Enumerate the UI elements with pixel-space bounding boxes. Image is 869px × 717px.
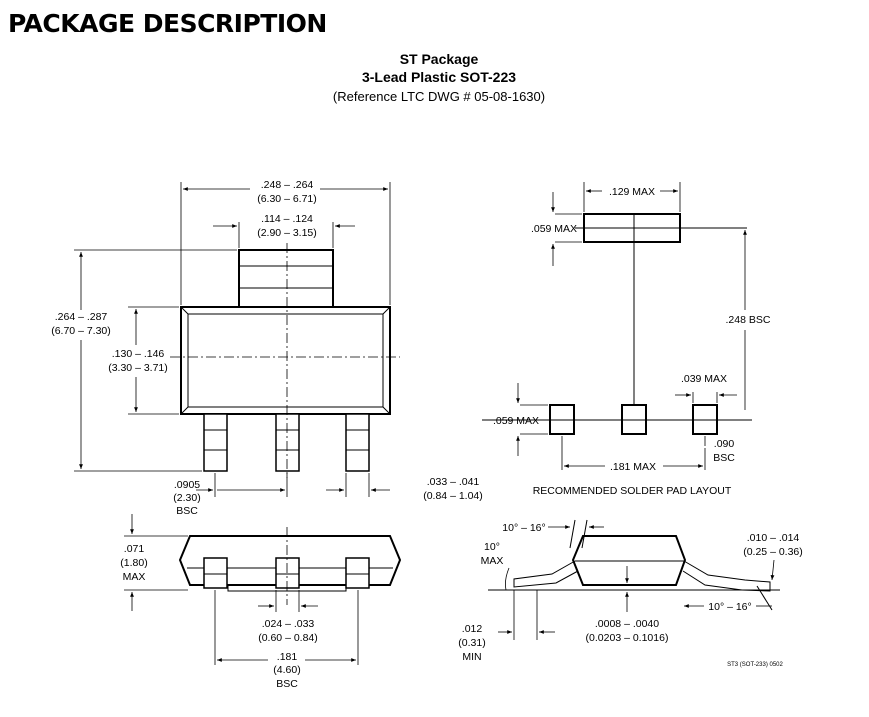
dim-front-lead-width: .024 – .033: [262, 618, 315, 630]
front-view-leads: [203, 557, 370, 589]
title-line-1: ST Package: [400, 51, 479, 67]
dim-tab-pad-width: .129 MAX: [609, 186, 655, 198]
dim-width-mm: (6.30 – 6.71): [257, 193, 317, 205]
dim-front-span: .181: [277, 651, 298, 663]
dim-lead-thickness: .010 – .014: [747, 532, 800, 544]
dim-standoff: .0008 – .0040: [595, 618, 659, 630]
tab-outline: [238, 249, 334, 308]
dim-foot: .012: [462, 623, 483, 635]
drawing-id: ST3 (SOT-233) 0502: [727, 662, 783, 668]
dim-height: .264 – .287: [55, 311, 108, 323]
dim-front-lead-width-mm: (0.60 – 0.84): [258, 632, 318, 644]
dim-pad-pitch-bsc: BSC: [713, 452, 735, 464]
body-outline: [180, 306, 391, 415]
angle-left: 10°: [484, 541, 500, 553]
dim-pad-span: .181 MAX: [610, 461, 656, 473]
dim-thickness-max: MAX: [123, 571, 146, 583]
dim-body-height-mm: (3.30 – 3.71): [108, 362, 168, 374]
dim-tab-width-mm: (2.90 – 3.15): [257, 227, 317, 239]
dim-lead-thickness-mm: (0.25 – 0.36): [743, 546, 803, 558]
dim-center-distance: .248 BSC: [726, 314, 771, 326]
dim-front-span-bsc: BSC: [276, 678, 298, 690]
dim-thickness: .071: [124, 543, 145, 555]
dim-pitch-bsc: BSC: [176, 505, 198, 517]
front-view: .071 (1.80) MAX .024 – .033 (0.60 – 0.84…: [120, 514, 402, 690]
dim-lead-width: .033 – .041: [427, 476, 480, 488]
solder-pad-layout: .129 MAX .059 MAX .248 BSC .039 MAX .059…: [482, 182, 771, 497]
dim-pitch-mm: (2.30): [173, 492, 200, 504]
top-view-leads: [203, 413, 370, 472]
dim-thickness-mm: (1.80): [120, 557, 147, 569]
dim-body-height: .130 – .146: [112, 348, 165, 360]
angle-left-max: MAX: [481, 555, 504, 567]
angle-right: 10° – 16°: [708, 601, 751, 613]
title-line-3: (Reference LTC DWG # 05-08-1630): [333, 89, 545, 104]
dim-height-mm: (6.70 – 7.30): [51, 325, 111, 337]
dim-foot-min: MIN: [462, 651, 481, 663]
dim-width: .248 – .264: [261, 179, 314, 191]
top-view: .248 – .264 (6.30 – 6.71) .114 – .124 (2…: [51, 179, 483, 517]
dim-foot-mm: (0.31): [458, 637, 485, 649]
dim-tab-width: .114 – .124: [261, 213, 313, 225]
dim-pad-pitch: .090: [714, 438, 735, 450]
dim-pitch: .0905: [174, 479, 200, 491]
dim-pad-height: .059 MAX: [493, 415, 539, 427]
dim-lead-width-mm: (0.84 – 1.04): [423, 490, 483, 502]
side-view: 10° – 16° 10° MAX .010 – .014 (0.25 – 0.…: [458, 519, 803, 663]
pad-layout-caption: RECOMMENDED SOLDER PAD LAYOUT: [533, 485, 732, 497]
dim-standoff-mm: (0.0203 – 0.1016): [586, 632, 669, 644]
title-line-2: 3-Lead Plastic SOT-223: [362, 69, 516, 85]
front-body-outline: [178, 535, 402, 586]
dim-tab-pad-height: .059 MAX: [531, 223, 577, 235]
dim-pad-width: .039 MAX: [681, 373, 727, 385]
page-header: PACKAGE DESCRIPTION: [8, 9, 327, 38]
dim-front-span-mm: (4.60): [273, 664, 300, 676]
angle-top: 10° – 16°: [502, 522, 545, 534]
